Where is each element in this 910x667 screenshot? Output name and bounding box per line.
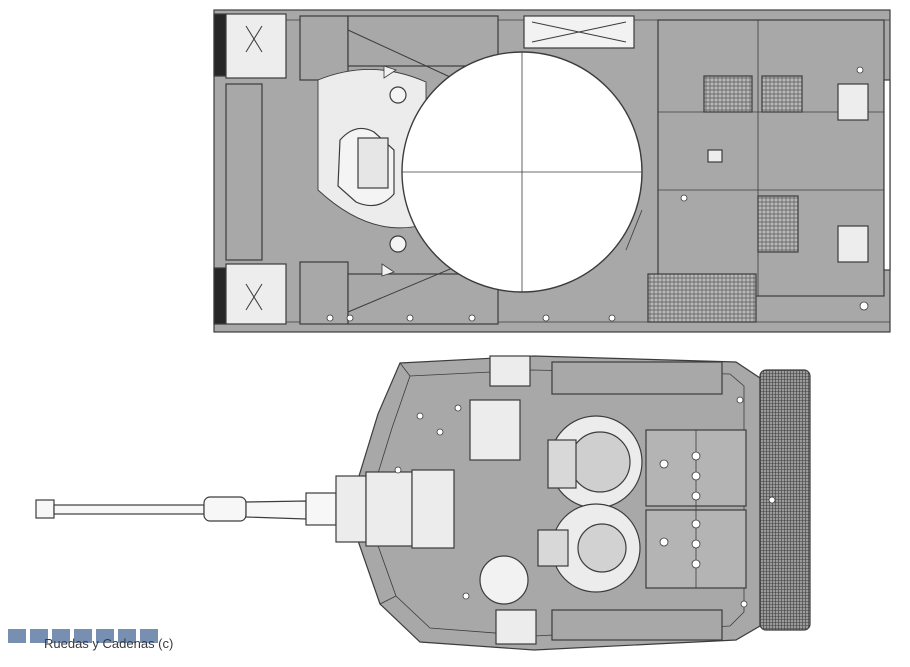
turret-top-view: [35, 355, 811, 651]
turret-vent: [479, 555, 529, 605]
main-gun: [35, 492, 337, 526]
rear-fender-box-top: [225, 13, 287, 79]
hull-top-view: [213, 9, 891, 333]
front-grille-4: [647, 273, 757, 323]
watermark-logo: [8, 629, 158, 643]
front-grille-3: [757, 195, 799, 253]
credit-caption: Ruedas y Cadenas (c): [44, 636, 174, 651]
hull-rear-block-top: [213, 13, 227, 77]
front-grille-1: [703, 75, 753, 113]
gun-mantlet: [365, 471, 413, 547]
hull-rear-block-bottom: [213, 267, 227, 325]
bustle-rack: [759, 369, 811, 631]
gunner-sight: [469, 399, 521, 461]
front-grille-2: [761, 75, 803, 113]
